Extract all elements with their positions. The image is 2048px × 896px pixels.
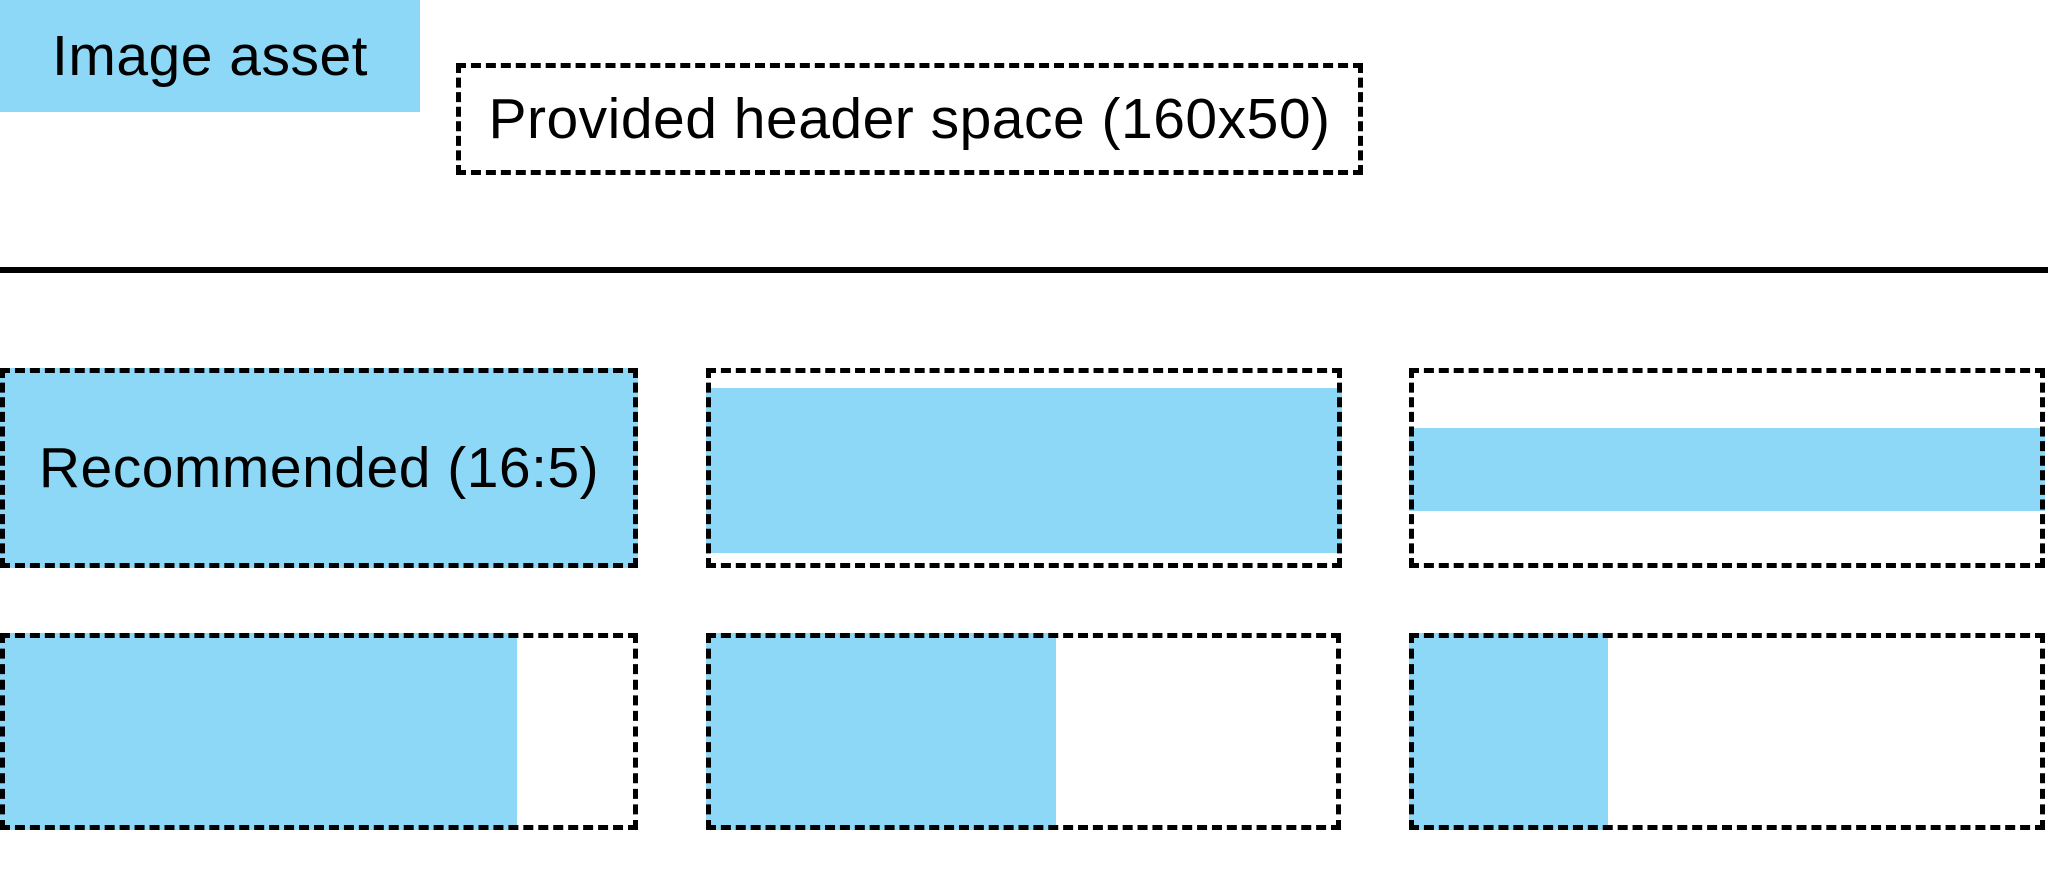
legend-image-asset-swatch: Image asset — [0, 0, 420, 112]
example-tile-tallest-left — [1409, 633, 2045, 830]
legend-header-space-box: Provided header space (160x50) — [456, 63, 1363, 175]
legend-header-space-label: Provided header space (160x50) — [488, 86, 1331, 151]
recommended-label: Recommended (16:5) — [38, 435, 600, 500]
example-tile-taller-left — [706, 633, 1341, 830]
legend-image-asset-label: Image asset — [52, 23, 368, 88]
example-tile-very-wide-centered — [1409, 368, 2045, 568]
example-tile-tall-left — [0, 633, 638, 830]
divider-line — [0, 267, 2048, 273]
example-tile-wide-centered — [706, 368, 1342, 568]
example-tile-recommended: Recommended (16:5) — [0, 368, 638, 568]
